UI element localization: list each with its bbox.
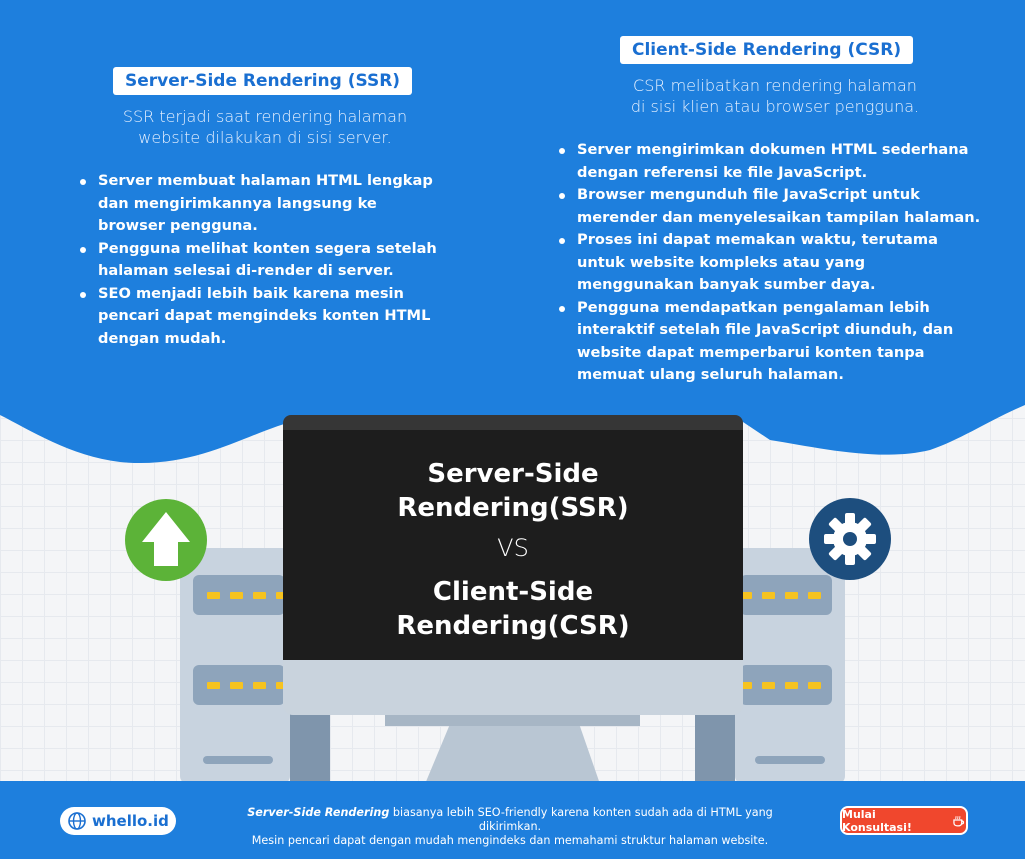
consultation-button[interactable]: Mulai Konsultasi! bbox=[840, 806, 968, 835]
right-server-rack bbox=[695, 548, 845, 784]
logo-text: whello.id bbox=[92, 812, 169, 830]
ssr-intro: SSR terjadi saat rendering halaman websi… bbox=[122, 107, 408, 147]
monitor-stand bbox=[385, 712, 640, 784]
cta-label: Mulai Konsultasi! bbox=[842, 807, 912, 834]
upload-arrow-icon bbox=[125, 499, 207, 581]
screen-title-csr: Client-Side Rendering(CSR) bbox=[396, 577, 630, 641]
list-item: Server mengirimkan dokumen HTML sederhan… bbox=[557, 139, 1017, 184]
csr-intro: CSR melibatkan rendering halaman di sisi… bbox=[630, 76, 920, 116]
logo[interactable]: whello.id bbox=[60, 807, 176, 835]
footer-note: Server-Side Rendering biasanya lebih SEO… bbox=[247, 806, 773, 847]
ssr-title: Server-Side Rendering (SSR) bbox=[113, 67, 413, 95]
csr-title: Client-Side Rendering (CSR) bbox=[620, 36, 914, 64]
screen-vs: VS bbox=[497, 534, 529, 562]
csr-bullet-list: Server mengirimkan dokumen HTML sederhan… bbox=[557, 139, 1017, 387]
left-server-rack bbox=[180, 548, 330, 784]
monitor bbox=[283, 415, 743, 715]
coffee-icon bbox=[953, 815, 965, 826]
screen-title-ssr: Server-Side Rendering(SSR) bbox=[397, 459, 629, 523]
list-item: Proses ini dapat memakan waktu, terutama… bbox=[557, 229, 1017, 297]
globe-icon bbox=[68, 812, 86, 830]
top-blue-panel bbox=[0, 0, 1025, 464]
gear-icon bbox=[809, 498, 891, 580]
